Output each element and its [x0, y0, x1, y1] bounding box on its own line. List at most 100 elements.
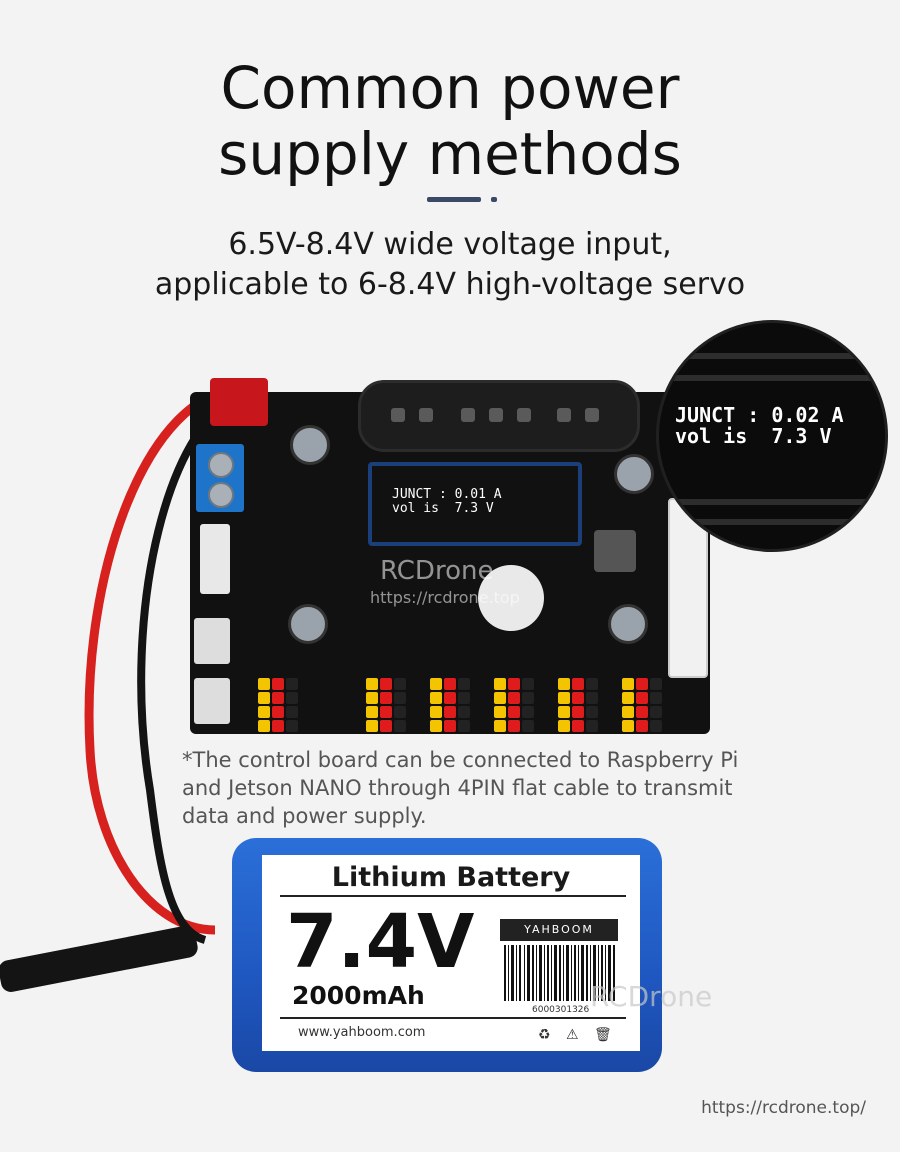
- battery-website: www.yahboom.com: [298, 1025, 426, 1040]
- servo-pin: [444, 706, 456, 718]
- capacitor: [608, 604, 648, 644]
- servo-pin: [558, 720, 570, 732]
- servo-pin: [508, 720, 520, 732]
- servo-pin: [650, 706, 662, 718]
- servo-pin: [272, 706, 284, 718]
- battery-title: Lithium Battery: [331, 862, 571, 893]
- servo-pin: [522, 692, 534, 704]
- servo-pin: [572, 678, 584, 690]
- servo-pin: [650, 720, 662, 732]
- servo-pin: [586, 720, 598, 732]
- oled-line-1: JUNCT : 0.01 A: [392, 487, 502, 502]
- servo-pin: [380, 720, 392, 732]
- warning-icon: ⚠: [566, 1027, 579, 1043]
- no-trash-icon: 🗑: [594, 1027, 612, 1043]
- headline-line-1: Common power: [220, 54, 680, 122]
- servo-pin: [650, 678, 662, 690]
- footnote-line-2: and Jetson NANO through 4PIN flat cable …: [182, 776, 733, 800]
- servo-pin: [366, 678, 378, 690]
- servo-pin: [586, 678, 598, 690]
- recycle-icon: ♻: [538, 1027, 551, 1043]
- barcode-icon: [504, 945, 615, 1001]
- servo-pin: [586, 692, 598, 704]
- servo-pin: [558, 692, 570, 704]
- magnifier-line-1: JUNCT : 0.02 A: [675, 403, 844, 427]
- ps2-port: [358, 380, 640, 452]
- footnote-line-3: data and power supply.: [182, 804, 427, 828]
- servo-pin: [366, 692, 378, 704]
- headline-divider-dot: [491, 197, 497, 202]
- servo-pin: [622, 720, 634, 732]
- servo-pin: [458, 720, 470, 732]
- capacitor: [288, 604, 328, 644]
- capacitor: [614, 454, 654, 494]
- servo-pin: [258, 678, 270, 690]
- servo-pin: [430, 720, 442, 732]
- servo-pin: [286, 706, 298, 718]
- servo-pin: [522, 678, 534, 690]
- board-watermark: RCDrone: [380, 556, 494, 586]
- subtitle-line-2: applicable to 6-8.4V high-voltage servo: [154, 267, 746, 302]
- servo-pin: [430, 692, 442, 704]
- servo-pin: [258, 692, 270, 704]
- servo-pin: [558, 678, 570, 690]
- servo-pin: [508, 692, 520, 704]
- servo-pin: [286, 678, 298, 690]
- servo-pin: [430, 678, 442, 690]
- power-connector: [210, 378, 268, 426]
- servo-pin: [572, 706, 584, 718]
- red-wire: [84, 385, 241, 935]
- servo-pin: [458, 692, 470, 704]
- servo-pin: [494, 706, 506, 718]
- servo-pin: [394, 720, 406, 732]
- servo-pin: [394, 706, 406, 718]
- servo-pin: [572, 692, 584, 704]
- magnifier-line-2: vol is 7.3 V: [675, 424, 832, 448]
- servo-pin: [650, 692, 662, 704]
- oled-magnifier: JUNCT : 0.02 A vol is 7.3 V: [656, 320, 888, 552]
- servo-pin: [522, 706, 534, 718]
- servo-pin: [636, 678, 648, 690]
- servo-pin: [636, 692, 648, 704]
- servo-pin: [622, 692, 634, 704]
- headline-divider: [427, 197, 481, 202]
- oled-line-2: vol is 7.3 V: [392, 501, 494, 516]
- servo-pin: [272, 678, 284, 690]
- board-watermark-url: https://rcdrone.top: [370, 588, 520, 607]
- battery-watermark: RCDrone: [590, 980, 713, 1013]
- servo-pin: [380, 692, 392, 704]
- servo-pin: [586, 706, 598, 718]
- capacitor: [290, 425, 330, 465]
- servo-pin: [444, 678, 456, 690]
- battery-voltage: 7.4V: [286, 899, 475, 985]
- servo-pin: [444, 720, 456, 732]
- servo-pin: [522, 720, 534, 732]
- inductor: [594, 530, 636, 572]
- servo-pin: [394, 678, 406, 690]
- servo-pin: [286, 692, 298, 704]
- footnote: *The control board can be connected to R…: [182, 746, 782, 830]
- servo-pin: [380, 678, 392, 690]
- servo-pin: [622, 706, 634, 718]
- servo-pin: [444, 692, 456, 704]
- footnote-line-1: *The control board can be connected to R…: [182, 748, 739, 772]
- subtitle-line-1: 6.5V-8.4V wide voltage input,: [228, 227, 672, 262]
- oled-display: JUNCT : 0.01 A vol is 7.3 V: [368, 462, 582, 546]
- servo-pin: [636, 720, 648, 732]
- key-button: [194, 678, 230, 724]
- battery-capacity: 2000mAh: [292, 981, 425, 1010]
- headline-line-2: supply methods: [218, 120, 682, 188]
- servo-pin: [508, 706, 520, 718]
- servo-pin: [508, 678, 520, 690]
- servo-pin: [430, 706, 442, 718]
- barcode-number: 6000301326: [532, 1005, 590, 1015]
- buzzer: [478, 565, 544, 631]
- servo-pin: [272, 692, 284, 704]
- servo-pin: [458, 678, 470, 690]
- servo-pin: [622, 678, 634, 690]
- screw-terminal: [196, 444, 244, 512]
- battery-brand-logo: YAHBOOM: [500, 919, 618, 941]
- servo-pin: [272, 720, 284, 732]
- servo-pin: [572, 720, 584, 732]
- servo-pin: [636, 706, 648, 718]
